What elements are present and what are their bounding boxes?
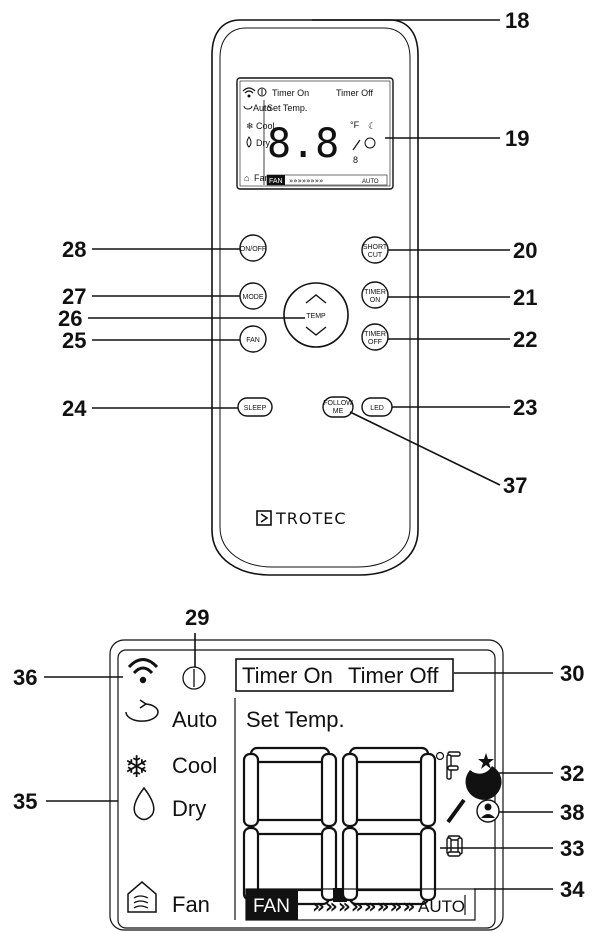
snowflake-icon: ❄ <box>246 121 254 131</box>
drop-icon <box>246 136 252 148</box>
callout-28: 28 <box>62 237 86 262</box>
callout-37: 37 <box>503 473 527 498</box>
lcd-fan-auto: AUTO <box>418 897 465 916</box>
sleep-button[interactable]: SLEEP <box>237 397 273 417</box>
large-snowflake-icon: ❄ <box>124 750 149 785</box>
lcd-dry: Dry <box>172 796 206 821</box>
lcd-small-fan-label: FAN <box>269 178 283 185</box>
lcd-small-fan-chevrons: »»»»»»»» <box>289 177 323 185</box>
timer-off-button[interactable]: TIMER OFF <box>361 323 389 351</box>
large-drop-icon <box>133 786 155 821</box>
fan-button[interactable]: FAN <box>239 325 267 353</box>
lcd-small-auto: Auto <box>253 103 272 113</box>
temp-button[interactable]: TEMP <box>283 282 349 348</box>
unit-f-icon <box>446 751 461 780</box>
follow-me-icon <box>364 137 376 149</box>
lcd-small-digit-8: 8 <box>353 155 358 165</box>
svg-text:TIMER: TIMER <box>364 289 386 296</box>
small-lcd: Timer On Timer Off Auto Set Temp. ❄ Cool… <box>236 77 394 190</box>
led-button[interactable]: LED <box>361 397 393 417</box>
timer-on-button[interactable]: TIMER ON <box>361 281 389 309</box>
wifi-icon <box>242 87 256 98</box>
shortcut-button[interactable]: SHORT CUT <box>361 236 389 264</box>
brand-logo: TROTEC <box>256 509 347 528</box>
follow-me-button[interactable]: FOLLOW ME <box>322 396 354 418</box>
callout-20: 20 <box>513 238 537 263</box>
svg-text:CUT: CUT <box>368 252 383 259</box>
fan-house-icon: ⌂ <box>244 173 249 183</box>
callout-24: 24 <box>62 396 87 421</box>
callout-25: 25 <box>62 328 86 353</box>
callout-30: 30 <box>560 661 584 686</box>
svg-text:LED: LED <box>370 405 384 412</box>
lcd-small-timer-on: Timer On <box>272 88 309 98</box>
large-auto-icon <box>125 699 159 722</box>
on-off-button[interactable]: ON/OFF <box>239 234 267 262</box>
callout-38: 38 <box>560 800 584 825</box>
callout-21: 21 <box>513 285 537 310</box>
lcd-small-cool: Cool <box>256 121 275 131</box>
large-digit-2 <box>341 746 437 906</box>
callout-34: 34 <box>560 877 585 902</box>
lcd-slash <box>446 798 466 824</box>
callout-32: 32 <box>560 761 584 786</box>
auto-mode-icon <box>243 105 253 110</box>
callout-26: 26 <box>58 306 82 331</box>
svg-text:TIMER: TIMER <box>364 331 386 338</box>
svg-text:TROTEC: TROTEC <box>275 509 347 528</box>
svg-text:ME: ME <box>333 408 344 415</box>
callout-29: 29 <box>185 605 209 630</box>
lcd-set-temp: Set Temp. <box>246 707 345 732</box>
svg-text:ON/OFF: ON/OFF <box>240 246 266 253</box>
info-icon <box>257 87 267 97</box>
svg-text:OFF: OFF <box>368 339 382 346</box>
lcd-small-fan-auto: AUTO <box>362 179 379 185</box>
lcd-small-digits: 8.8 <box>267 121 339 167</box>
svg-text:FOLLOW: FOLLOW <box>323 400 353 407</box>
callout-36: 36 <box>13 665 37 690</box>
svg-text:SHORT: SHORT <box>363 244 388 251</box>
lcd-small-fan: Fan <box>254 173 270 183</box>
svg-text:FAN: FAN <box>246 337 260 344</box>
callout-35: 35 <box>13 789 37 814</box>
small-digit-icon <box>446 835 463 857</box>
callout-33: 33 <box>560 836 584 861</box>
large-wifi-icon <box>127 658 159 684</box>
callout-27: 27 <box>62 284 86 309</box>
lcd-cool: Cool <box>172 753 217 778</box>
lcd-timer-on: Timer On <box>242 663 333 688</box>
mode-button[interactable]: MODE <box>239 282 267 310</box>
svg-text:TEMP: TEMP <box>306 313 326 320</box>
lcd-small-unit: °F <box>350 120 360 130</box>
large-lcd: Timer On Timer Off Auto ❄ Cool Dry Fan S… <box>109 639 504 931</box>
svg-text:MODE: MODE <box>243 294 264 301</box>
large-info-icon <box>182 666 206 690</box>
lcd-fan: Fan <box>172 892 210 917</box>
svg-text:SLEEP: SLEEP <box>244 405 267 412</box>
temp-down-icon <box>305 326 327 336</box>
callout-23: 23 <box>513 395 537 420</box>
lcd-timer-off: Timer Off <box>348 663 439 688</box>
lcd-callout-lines <box>44 633 553 890</box>
callout-19: 19 <box>505 126 529 151</box>
lcd-fan-bar-label: FAN <box>253 896 290 917</box>
lcd-small-set-temp: Set Temp. <box>267 103 307 113</box>
sleep-moon-star-icon <box>465 753 502 800</box>
callout-18: 18 <box>505 8 529 33</box>
follow-me-person-icon <box>476 799 500 823</box>
sleep-moon-icon: ☾ <box>368 121 376 131</box>
lcd-fan-chevrons: »»»»»»»» <box>312 894 415 918</box>
lcd-auto: Auto <box>172 707 217 732</box>
lcd-small-dry: Dry <box>256 138 270 148</box>
callout-22: 22 <box>513 327 537 352</box>
svg-text:ON: ON <box>370 297 381 304</box>
large-fan-house-icon <box>127 881 157 913</box>
temp-up-icon <box>305 294 327 304</box>
remote-callout-lines <box>88 19 510 486</box>
lcd-small-timer-off: Timer Off <box>336 88 374 98</box>
